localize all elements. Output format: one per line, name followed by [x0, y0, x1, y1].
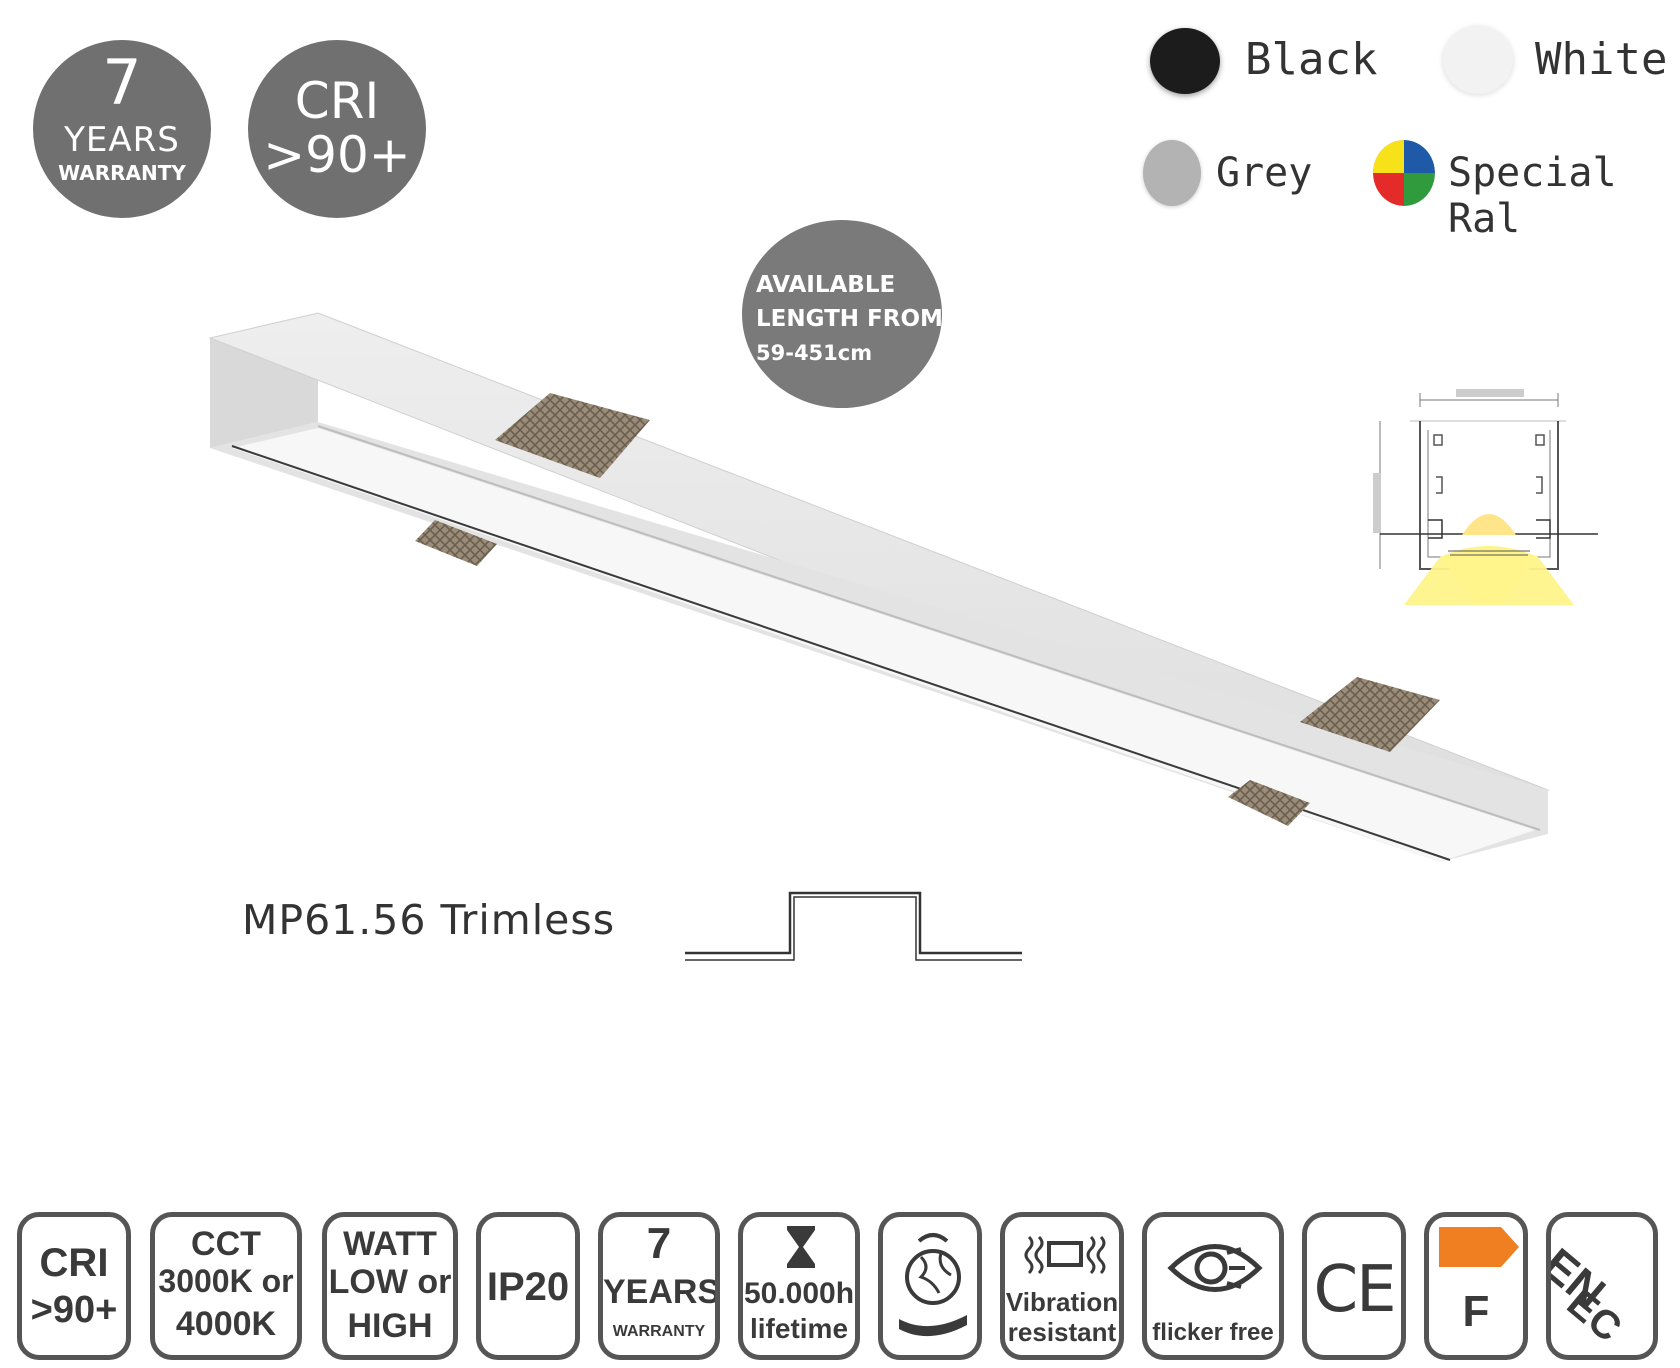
length-badge-line2: LENGTH FROM [756, 306, 943, 332]
feature-icon-energy-class: F [1424, 1212, 1528, 1360]
eye-icon [1167, 1244, 1263, 1292]
feature-lifetime-label: lifetime [749, 1313, 849, 1344]
feature-cct-option1: 3000K or [158, 1263, 294, 1299]
length-badge-line3: 59-451cm [756, 341, 873, 365]
feature-watt-option2: HIGH [347, 1307, 433, 1345]
feature-watt-label: WATT [343, 1225, 437, 1263]
multicolor-icon [1373, 140, 1435, 206]
feature-icon-lifetime: 50.000h lifetime [738, 1212, 860, 1360]
vibration-icon [1024, 1235, 1106, 1275]
warranty-label: WARRANTY [58, 161, 186, 185]
available-length-badge: AVAILABLE LENGTH FROM 59-451cm [742, 220, 943, 408]
color-swatch-black[interactable] [1150, 28, 1220, 94]
feature-icon-cct: CCT 3000K or 4000K [150, 1212, 302, 1360]
color-label-black: Black [1245, 34, 1378, 85]
warranty-years-number: 7 [102, 46, 142, 119]
cri-label: CRI [294, 72, 380, 130]
feature-warranty-years: YEARS [603, 1273, 720, 1311]
feature-energy-class: F [1462, 1287, 1490, 1336]
warranty-badge: 7 YEARS WARRANTY [33, 40, 211, 218]
color-swatch-special-ral[interactable] [1373, 140, 1435, 206]
color-swatch-grey[interactable] [1143, 140, 1201, 206]
color-label-white: White [1535, 34, 1668, 85]
feature-vibration-line1: Vibration [1005, 1287, 1119, 1317]
cri-badge: CRI >90+ [248, 40, 426, 218]
color-label-special-ral: Special Ral [1448, 150, 1617, 242]
feature-watt-option1: LOW or [328, 1263, 452, 1301]
feature-vibration-line2: resistant [1007, 1317, 1117, 1347]
feature-icon-cri: CRI >90+ [17, 1212, 131, 1360]
color-swatch-white[interactable] [1443, 26, 1513, 94]
warranty-years-label: YEARS [64, 120, 180, 160]
feature-cct-label: CCT [191, 1225, 261, 1263]
feature-icon-watt: WATT LOW or HIGH [322, 1212, 458, 1360]
hourglass-icon [787, 1226, 815, 1268]
feature-icon-ip20: IP20 [476, 1212, 580, 1360]
feature-icon-ce: CE [1302, 1212, 1406, 1360]
globe-hands-icon [899, 1233, 967, 1337]
cri-value: >90+ [263, 126, 411, 184]
feature-icon-en-ec: EN EC [1546, 1212, 1658, 1360]
feature-icon-vibration: Vibration resistant [1000, 1212, 1124, 1360]
feature-cri-label: CRI [39, 1241, 109, 1285]
feature-icon-warranty: 7 YEARS WARRANTY [598, 1212, 720, 1360]
feature-warranty-number: 7 [646, 1219, 672, 1268]
feature-cct-option2: 4000K [175, 1305, 277, 1343]
feature-icon-flicker-free: flicker free [1142, 1212, 1284, 1360]
product-model-title: MP61.56 Trimless [242, 896, 616, 944]
cross-section-diagram [1373, 389, 1598, 605]
feature-icon-eco [878, 1212, 982, 1360]
color-label-grey: Grey [1216, 150, 1313, 196]
feature-warranty-label: WARRANTY [612, 1323, 706, 1340]
feature-ip-rating: IP20 [486, 1265, 570, 1309]
trimless-profile-icon [685, 891, 1022, 961]
feature-lifetime-hours: 50.000h [743, 1277, 855, 1310]
feature-ce-mark: CE [1313, 1253, 1396, 1327]
energy-label-arrow-icon [1439, 1227, 1519, 1267]
length-badge-line1: AVAILABLE [756, 272, 896, 298]
feature-flicker-free-label: flicker free [1152, 1319, 1274, 1346]
feature-cri-value: >90+ [30, 1289, 118, 1331]
